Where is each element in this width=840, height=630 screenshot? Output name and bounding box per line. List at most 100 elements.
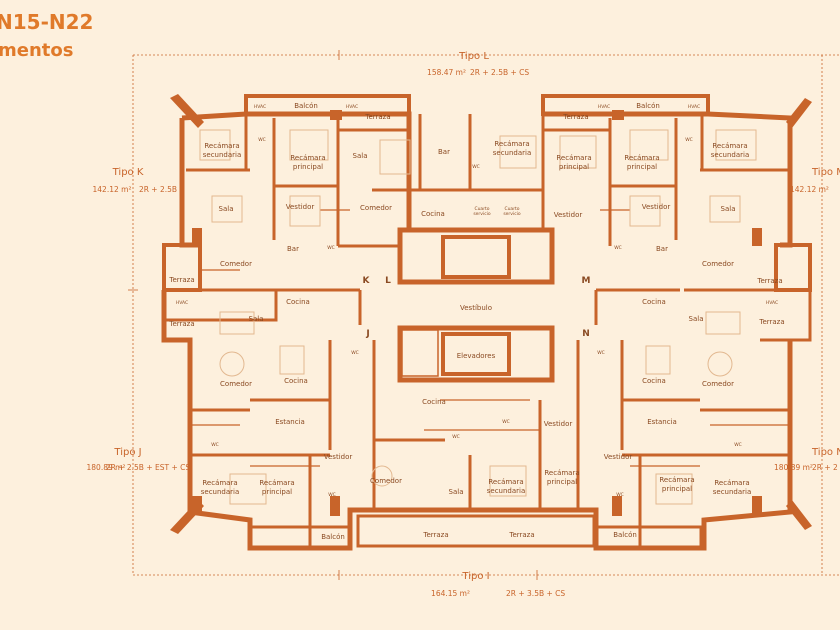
unit-k-name: Tipo K	[112, 167, 144, 178]
room-sala: Sala	[249, 315, 264, 323]
room-recamara-secundaria: secundaria	[487, 487, 526, 495]
unit-k-config: 2R + 2.5B	[139, 185, 177, 194]
room-cocina: Cocina	[421, 210, 445, 218]
room-recamara-principal: Recámara	[659, 476, 694, 484]
room-recamara-secundaria: secundaria	[203, 151, 242, 159]
building-core	[397, 227, 555, 383]
page-subtitle: mentos	[0, 40, 74, 61]
room-vestidor: Vestidor	[286, 203, 315, 211]
room-sala: Sala	[689, 315, 704, 323]
interior-walls	[186, 114, 790, 548]
room-cocina: Cocina	[642, 298, 666, 306]
room-comedor: Comedor	[702, 260, 734, 268]
room-terraza: Terraza	[758, 318, 784, 326]
room-terraza: Terraza	[562, 113, 588, 121]
room-cocina: Cocina	[284, 377, 308, 385]
room-hvac: HVAC	[346, 104, 358, 110]
room-recamara-secundaria: Recámara	[494, 140, 529, 148]
unit-n-area: 180.89 m²	[774, 463, 813, 472]
room-vestidor: Vestidor	[642, 203, 671, 211]
room-recamara-principal: principal	[662, 485, 692, 493]
door-k: K	[363, 276, 371, 286]
dimension-lines	[132, 54, 840, 576]
unit-n-name: Tipo N	[811, 447, 840, 458]
room-elevadores: Elevadores	[457, 352, 496, 360]
room-wc: WC	[211, 442, 219, 448]
room-sala: Sala	[219, 205, 234, 213]
room-recamara-secundaria: Recámara	[204, 142, 239, 150]
room-recamara-principal: Recámara	[259, 479, 294, 487]
room-cocina: Cocina	[286, 298, 310, 306]
room-terraza: Terraza	[422, 531, 448, 539]
room-comedor: Comedor	[220, 260, 252, 268]
room-recamara-secundaria: secundaria	[713, 488, 752, 496]
room-balcon: Balcón	[321, 533, 345, 541]
room-hvac: HVAC	[688, 104, 700, 110]
room-comedor: Comedor	[370, 477, 402, 485]
room-recamara-secundaria: secundaria	[201, 488, 240, 496]
room-recamara-secundaria: Recámara	[712, 142, 747, 150]
room-cocina: Cocina	[642, 377, 666, 385]
room-wc: WC	[685, 137, 693, 143]
door-l: L	[385, 276, 391, 286]
room-wc: WC	[616, 492, 624, 498]
room-wc: WC	[327, 245, 335, 251]
room-recamara-principal: principal	[547, 478, 577, 486]
room-vestidor: Vestidor	[324, 453, 353, 461]
room-hvac: HVAC	[766, 300, 778, 306]
room-labels: HVAC Balcón HVAC Terraza Terraza HVAC Ba…	[168, 102, 784, 541]
door-markers: K L M J N	[363, 276, 591, 339]
room-wc: WC	[472, 164, 480, 170]
room-bar: Bar	[656, 245, 668, 253]
dimension-ticks	[128, 50, 538, 580]
room-wc: WC	[258, 137, 266, 143]
room-vestidor: Vestidor	[554, 211, 583, 219]
room-recamara-principal: Recámara	[290, 154, 325, 162]
unit-m-area: 142.12 m²	[790, 185, 829, 194]
room-hvac: HVAC	[254, 104, 266, 110]
room-wc: WC	[452, 434, 460, 440]
room-wc: WC	[502, 419, 510, 425]
room-cuarto-servicio: Cuarto	[504, 206, 519, 212]
room-recamara-principal: principal	[627, 163, 657, 171]
room-wc: WC	[351, 350, 359, 356]
furniture	[199, 129, 757, 505]
room-sala: Sala	[353, 152, 368, 160]
thin-partitions	[190, 209, 790, 467]
room-recamara-secundaria: Recámara	[488, 478, 523, 486]
room-estancia: Estancia	[647, 418, 677, 426]
unit-l-area: 158.47 m²	[427, 68, 466, 77]
door-m: M	[582, 276, 591, 286]
unit-l-config: 2R + 2.5B + CS	[470, 68, 529, 77]
room-recamara-secundaria: secundaria	[493, 149, 532, 157]
room-recamara-principal: principal	[262, 488, 292, 496]
room-hvac: HVAC	[598, 104, 610, 110]
unit-j-area: 180.89 m²	[87, 463, 126, 472]
unit-i-area-config: 164.15 m²	[431, 589, 470, 598]
room-cocina: Cocina	[422, 398, 446, 406]
room-comedor: Comedor	[360, 204, 392, 212]
room-terraza: Terraza	[508, 531, 534, 539]
room-wc: WC	[614, 245, 622, 251]
room-wc: WC	[734, 442, 742, 448]
room-cuarto-servicio: servicio	[473, 211, 491, 217]
unit-n-config: 2R + 2	[812, 463, 838, 472]
room-vestidor: Vestidor	[544, 420, 573, 428]
room-cuarto-servicio: servicio	[503, 211, 521, 217]
room-recamara-principal: Recámara	[556, 154, 591, 162]
door-j: J	[365, 329, 369, 339]
page-title: N15-N22	[0, 10, 94, 34]
room-terraza: Terraza	[168, 276, 194, 284]
room-recamara-principal: principal	[559, 163, 589, 171]
room-balcon: Balcón	[636, 102, 660, 110]
room-cuarto-servicio: Cuarto	[474, 206, 489, 212]
door-n: N	[582, 329, 590, 339]
room-vestibulo: Vestíbulo	[460, 304, 492, 312]
room-terraza: Terraza	[364, 113, 390, 121]
room-recamara-secundaria: Recámara	[202, 479, 237, 487]
room-bar: Bar	[287, 245, 299, 253]
unit-labels: Tipo L 158.47 m² 2R + 2.5B + CS Tipo K 1…	[87, 51, 840, 598]
room-comedor: Comedor	[702, 380, 734, 388]
room-bar: Bar	[438, 148, 450, 156]
